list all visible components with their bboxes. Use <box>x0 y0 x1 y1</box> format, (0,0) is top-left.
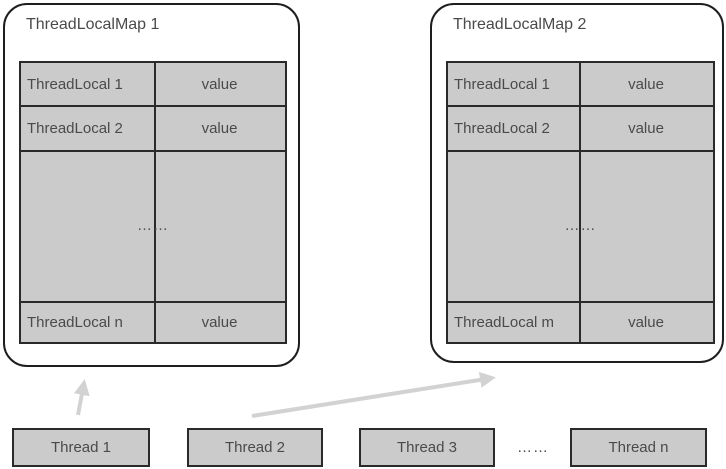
row-divider <box>21 105 285 107</box>
column-divider <box>579 63 581 342</box>
table-cell-value: value <box>628 120 664 137</box>
row-divider <box>448 150 713 152</box>
thread-2-box: Thread 2 <box>187 428 323 467</box>
threadlocalmap-1-title: ThreadLocalMap 1 <box>26 16 160 33</box>
row-divider <box>21 301 285 303</box>
table-cell-value: value <box>628 314 664 331</box>
arrow-thread1-to-map1 <box>73 379 90 416</box>
table-cell-value: value <box>201 314 238 331</box>
thread-1-box: Thread 1 <box>12 428 150 467</box>
table-cell-key: ThreadLocal 1 <box>454 75 550 93</box>
table-cell-key: ThreadLocal m <box>454 314 555 331</box>
threadlocalmap-1-table: ThreadLocal 1 value ThreadLocal 2 value … <box>19 61 287 344</box>
thread-n-box: Thread n <box>570 428 707 467</box>
thread-3-box: Thread 3 <box>359 428 495 467</box>
row-divider <box>448 105 713 107</box>
threadlocalmap-2-box: ThreadLocalMap 2 ThreadLocal 1 value Thr… <box>430 3 724 363</box>
threadlocalmap-1-box: ThreadLocalMap 1 ThreadLocal 1 value Thr… <box>3 3 300 367</box>
table-cell-key: ThreadLocal 2 <box>454 120 550 137</box>
column-divider <box>154 63 156 342</box>
arrow-thread2-to-map2 <box>251 371 496 418</box>
table-cell-value: value <box>201 75 238 93</box>
row-divider <box>21 150 285 152</box>
table-cell-value: value <box>201 120 238 137</box>
table-ellipsis: …… <box>137 217 169 234</box>
table-ellipsis: …… <box>564 217 597 234</box>
table-cell-key: ThreadLocal 2 <box>27 120 123 137</box>
threads-ellipsis: …… <box>517 439 549 456</box>
table-cell-value: value <box>628 75 664 93</box>
threadlocalmap-2-table: ThreadLocal 1 value ThreadLocal 2 value … <box>446 61 715 344</box>
threadlocalmap-2-title: ThreadLocalMap 2 <box>453 16 587 33</box>
row-divider <box>448 301 713 303</box>
table-cell-key: ThreadLocal n <box>27 314 123 331</box>
table-cell-key: ThreadLocal 1 <box>27 75 123 93</box>
